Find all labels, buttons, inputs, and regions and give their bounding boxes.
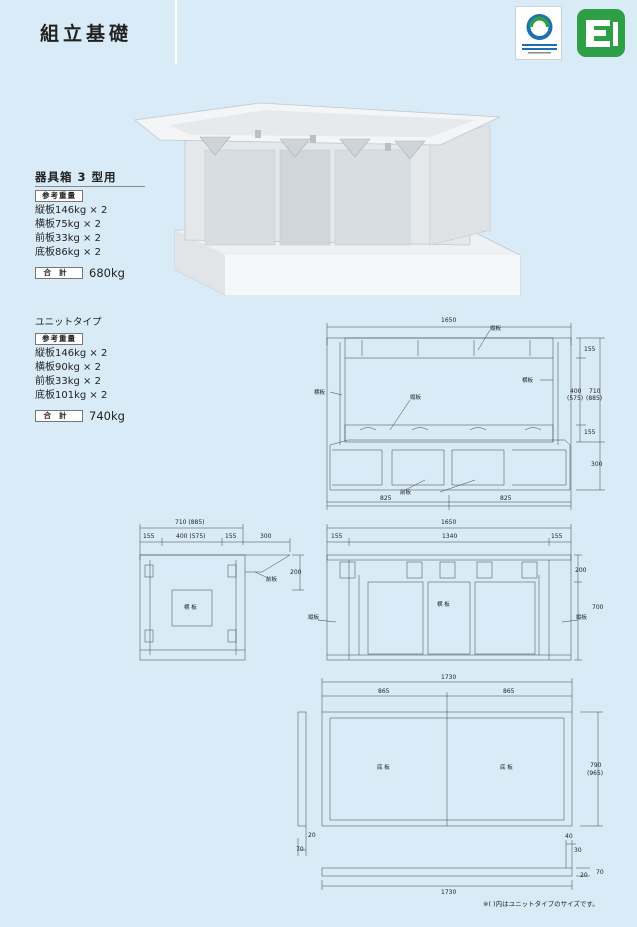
side-label-yoko: 横 板 (184, 603, 197, 611)
plan-dim-155a: 155 (584, 346, 596, 353)
plan-view-drawing (326, 323, 605, 510)
eco-mark-logo (515, 6, 562, 60)
base-dim-20: 20 (308, 832, 316, 839)
spec-1-item: 前板33kg × 2 (35, 233, 101, 244)
base-label-right: 底 板 (500, 763, 513, 771)
base-view-drawing (297, 678, 603, 890)
spec-2-item: 前板33kg × 2 (35, 376, 101, 387)
plan-dim-710: 710 (589, 388, 601, 395)
spec-1-item: 横板75kg × 2 (35, 219, 101, 230)
spec-1-item: 縦板146kg × 2 (35, 205, 108, 216)
base-dim-40: 40 (565, 833, 573, 840)
page-title: 組立基礎 (0, 0, 177, 64)
side-dim-200: 200 (290, 569, 302, 576)
front-label-tate-right: 縦板 (576, 613, 588, 621)
base-dim-width: 1730 (441, 674, 456, 681)
product-photo (134, 102, 521, 295)
side-dim-710: 710 (885) (175, 519, 205, 526)
spec-1-item: 底板86kg × 2 (35, 247, 101, 258)
spec-2-heading: ユニットタイプ (35, 317, 102, 328)
plan-dim-885: (885) (586, 395, 602, 402)
base-dim-70b: 70 (596, 869, 604, 876)
base-dim-bottom-width: 1730 (441, 889, 456, 896)
front-dim-700: 700 (592, 604, 604, 611)
base-dim-20b: 20 (580, 872, 588, 879)
front-dim-155b: 155 (551, 533, 563, 540)
plan-dim-400: 400 (570, 388, 582, 395)
footnote: ※( )内はユニットタイプのサイズです。 (483, 900, 599, 908)
spec-2-total-badge: 合計 (35, 410, 83, 422)
side-dim-155b: 155 (225, 533, 237, 540)
spec-2-total: 合計 740kg (35, 407, 125, 424)
spec-2-total-value: 740kg (89, 408, 125, 423)
side-dim-300: 300 (260, 533, 272, 540)
base-dim-70: 70 (296, 846, 304, 853)
base-dim-30: 30 (574, 847, 582, 854)
spec-1-total-value: 680kg (89, 265, 125, 280)
base-dim-865b: 865 (503, 688, 515, 695)
side-dim-400: 400 (575) (176, 533, 206, 540)
front-dim-200: 200 (575, 567, 587, 574)
front-dim-width: 1650 (441, 519, 456, 526)
spec-1-ref-badge: 参考重量 (35, 190, 83, 202)
spec-2-item: 縦板146kg × 2 (35, 348, 108, 359)
front-dim-155a: 155 (331, 533, 343, 540)
plan-dim-300: 300 (591, 461, 603, 468)
front-label-yoko: 横 板 (437, 600, 450, 608)
plan-label-tate: 縦板 (490, 324, 502, 332)
spec-2-item: 横板90kg × 2 (35, 362, 101, 373)
spec-2-item: 底板101kg × 2 (35, 390, 108, 401)
plan-label-yoko-left: 横板 (314, 388, 326, 396)
spec-section-1: 器具箱 3 型用 参考重量 縦板146kg × 2 横板75kg × 2 前板3… (35, 170, 145, 281)
eco-logo (576, 8, 626, 58)
plan-label-yoko-right: 横板 (522, 376, 534, 384)
plan-dim-155b: 155 (584, 429, 596, 436)
spec-section-2: ユニットタイプ 参考重量 縦板146kg × 2 横板90kg × 2 前板33… (35, 316, 125, 424)
plan-dim-575: (575) (567, 395, 583, 402)
base-label-left: 底 板 (377, 763, 390, 771)
side-view-drawing (139, 524, 304, 661)
plan-dim-width: 1650 (441, 317, 456, 324)
front-label-tate-left: 縦板 (308, 613, 320, 621)
base-dim-865a: 865 (378, 688, 390, 695)
front-view-drawing (317, 524, 582, 661)
spec-2-ref-badge: 参考重量 (35, 333, 83, 345)
spec-1-total-badge: 合計 (35, 267, 83, 279)
base-dim-790: 790 (590, 762, 602, 769)
side-dim-155a: 155 (143, 533, 155, 540)
plan-dim-825a: 825 (380, 495, 392, 502)
front-dim-1340: 1340 (442, 533, 457, 540)
spec-1-heading: 器具箱 3 型用 (35, 170, 145, 187)
spec-1-total: 合計 680kg (35, 264, 145, 281)
side-label-mae: 前板 (266, 575, 278, 583)
plan-label-center: 縦板 (410, 393, 422, 401)
base-dim-965: (965) (587, 770, 603, 777)
plan-label-mae: 前板 (400, 488, 412, 496)
plan-dim-825b: 825 (500, 495, 512, 502)
